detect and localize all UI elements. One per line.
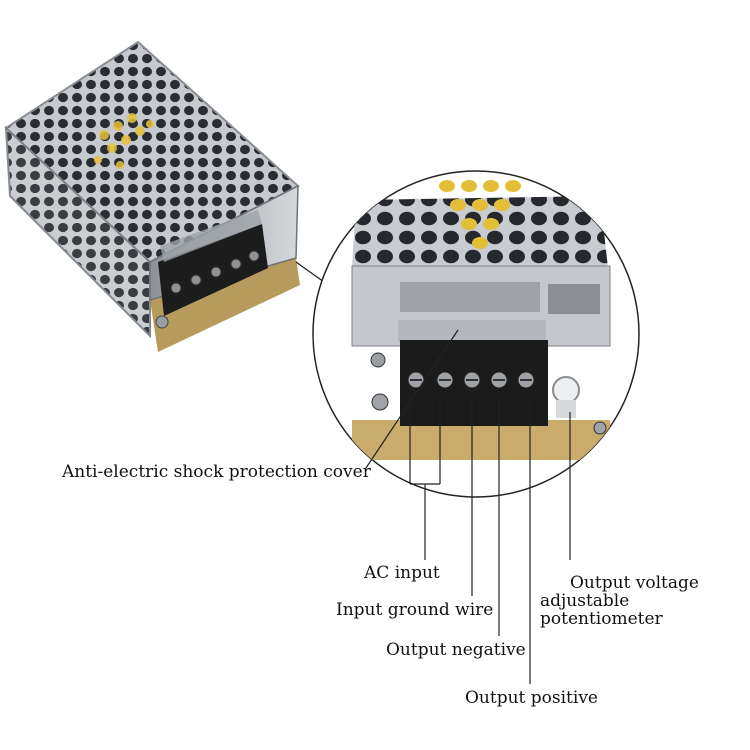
zoom-yellow-component [439,180,521,249]
potentiometer [552,376,580,404]
label-potentiometer-line1: Output voltage [570,573,699,593]
protection-cover [160,210,262,262]
zoom-screw-left [370,352,386,368]
zoom-screw-left-2 [371,393,389,411]
zoom-screw-right [593,421,607,435]
yellow-component [94,113,154,169]
label-potentiometer: Output voltage adjustable potentiometer [540,574,745,628]
zoom-cover-tab [548,284,600,314]
zoom-protection-cover [398,320,546,342]
side-mesh [4,125,151,339]
power-supply-photo [4,40,300,352]
label-output-positive: Output positive [465,688,598,708]
potentiometer-body [556,400,576,418]
mount-screw [155,315,169,329]
pcb-base [150,258,300,352]
zoom-pcb [352,420,610,460]
zoom-connector-line [295,261,325,283]
zoom-detail [312,170,640,498]
zoom-cover-slot [400,282,540,312]
label-output-negative: Output negative [386,640,526,660]
label-ac-input: AC input [364,563,440,583]
label-protection-cover: Anti-electric shock protection cover [62,462,371,482]
leader-cover [365,329,459,469]
leader-lines [365,329,571,684]
zoom-terminal-screws [407,371,535,389]
label-potentiometer-line2: adjustable potentiometer [540,591,663,629]
terminal-screws [170,250,260,294]
zoom-top-mesh [352,196,608,268]
label-input-ground: Input ground wire [336,600,494,620]
